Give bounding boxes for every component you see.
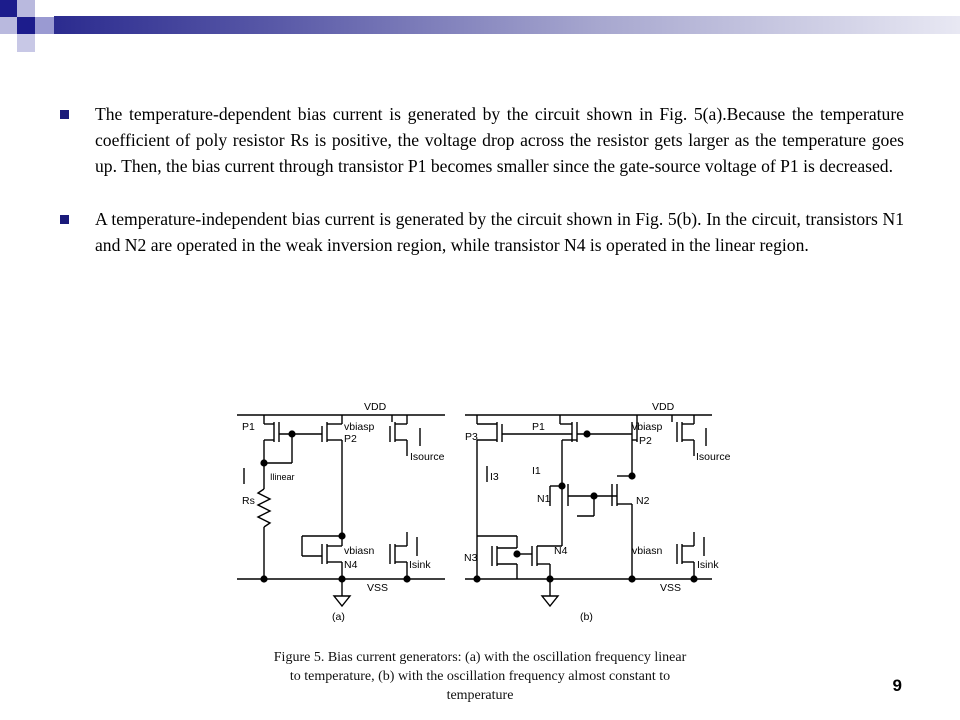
label-p2-a: P2: [344, 433, 357, 445]
header-square: [0, 17, 17, 34]
header-square: [17, 0, 35, 17]
label-n4-b: N4: [554, 545, 568, 557]
label-p1-b: P1: [532, 421, 545, 433]
label-isource-b: Isource: [696, 451, 731, 463]
header-square: [0, 0, 17, 17]
header-square: [35, 0, 54, 17]
label-vss-b: VSS: [660, 582, 681, 594]
label-n3-b: N3: [464, 552, 478, 564]
figure-caption-line: Figure 5. Bias current generators: (a) w…: [273, 650, 687, 665]
label-p3-b: P3: [465, 431, 478, 443]
header-square: [35, 34, 54, 52]
label-n4-a: N4: [344, 559, 358, 571]
label-isource-a: Isource: [410, 451, 445, 463]
label-i3-b: I3: [490, 471, 499, 483]
label-vbiasp-b: vbiasp: [632, 421, 663, 433]
label-ilinear-a: Ilinear: [270, 472, 295, 482]
bullet-item: A temperature-independent bias current i…: [60, 206, 904, 258]
label-n1-b: N1: [537, 493, 551, 505]
label-n2-b: N2: [636, 495, 650, 507]
label-isink-b: Isink: [697, 559, 719, 571]
label-vdd-a: VDD: [364, 401, 387, 413]
header-gradient-bar: [54, 16, 960, 34]
page-number: 9: [892, 676, 902, 695]
label-isink-a: Isink: [409, 559, 431, 571]
label-vbiasn-a: vbiasn: [344, 545, 375, 557]
label-vbiasn-b: vbiasn: [632, 545, 663, 557]
header-square: [17, 34, 35, 52]
label-a: (a): [332, 611, 345, 623]
label-b: (b): [580, 611, 593, 623]
label-i1-b: I1: [532, 465, 541, 477]
circuit-figure: VDD P1 vbiasp P2 Isource Ilinear Rs vbia…: [237, 401, 731, 623]
figure-caption-line: temperature: [446, 688, 514, 703]
label-vbiasp-a: vbiasp: [344, 421, 375, 433]
label-p2-b: P2: [639, 435, 652, 447]
bullet-list: The temperature-dependent bias current i…: [60, 101, 904, 258]
figure-caption-line: to temperature, (b) with the oscillation…: [289, 669, 671, 684]
label-p1-a: P1: [242, 421, 255, 433]
bullet-item: The temperature-dependent bias current i…: [60, 101, 904, 180]
label-rs-a: Rs: [242, 495, 255, 507]
label-vdd-b: VDD: [652, 401, 675, 413]
header-square: [17, 17, 35, 34]
header-square: [35, 17, 54, 34]
label-vss-a: VSS: [367, 582, 388, 594]
